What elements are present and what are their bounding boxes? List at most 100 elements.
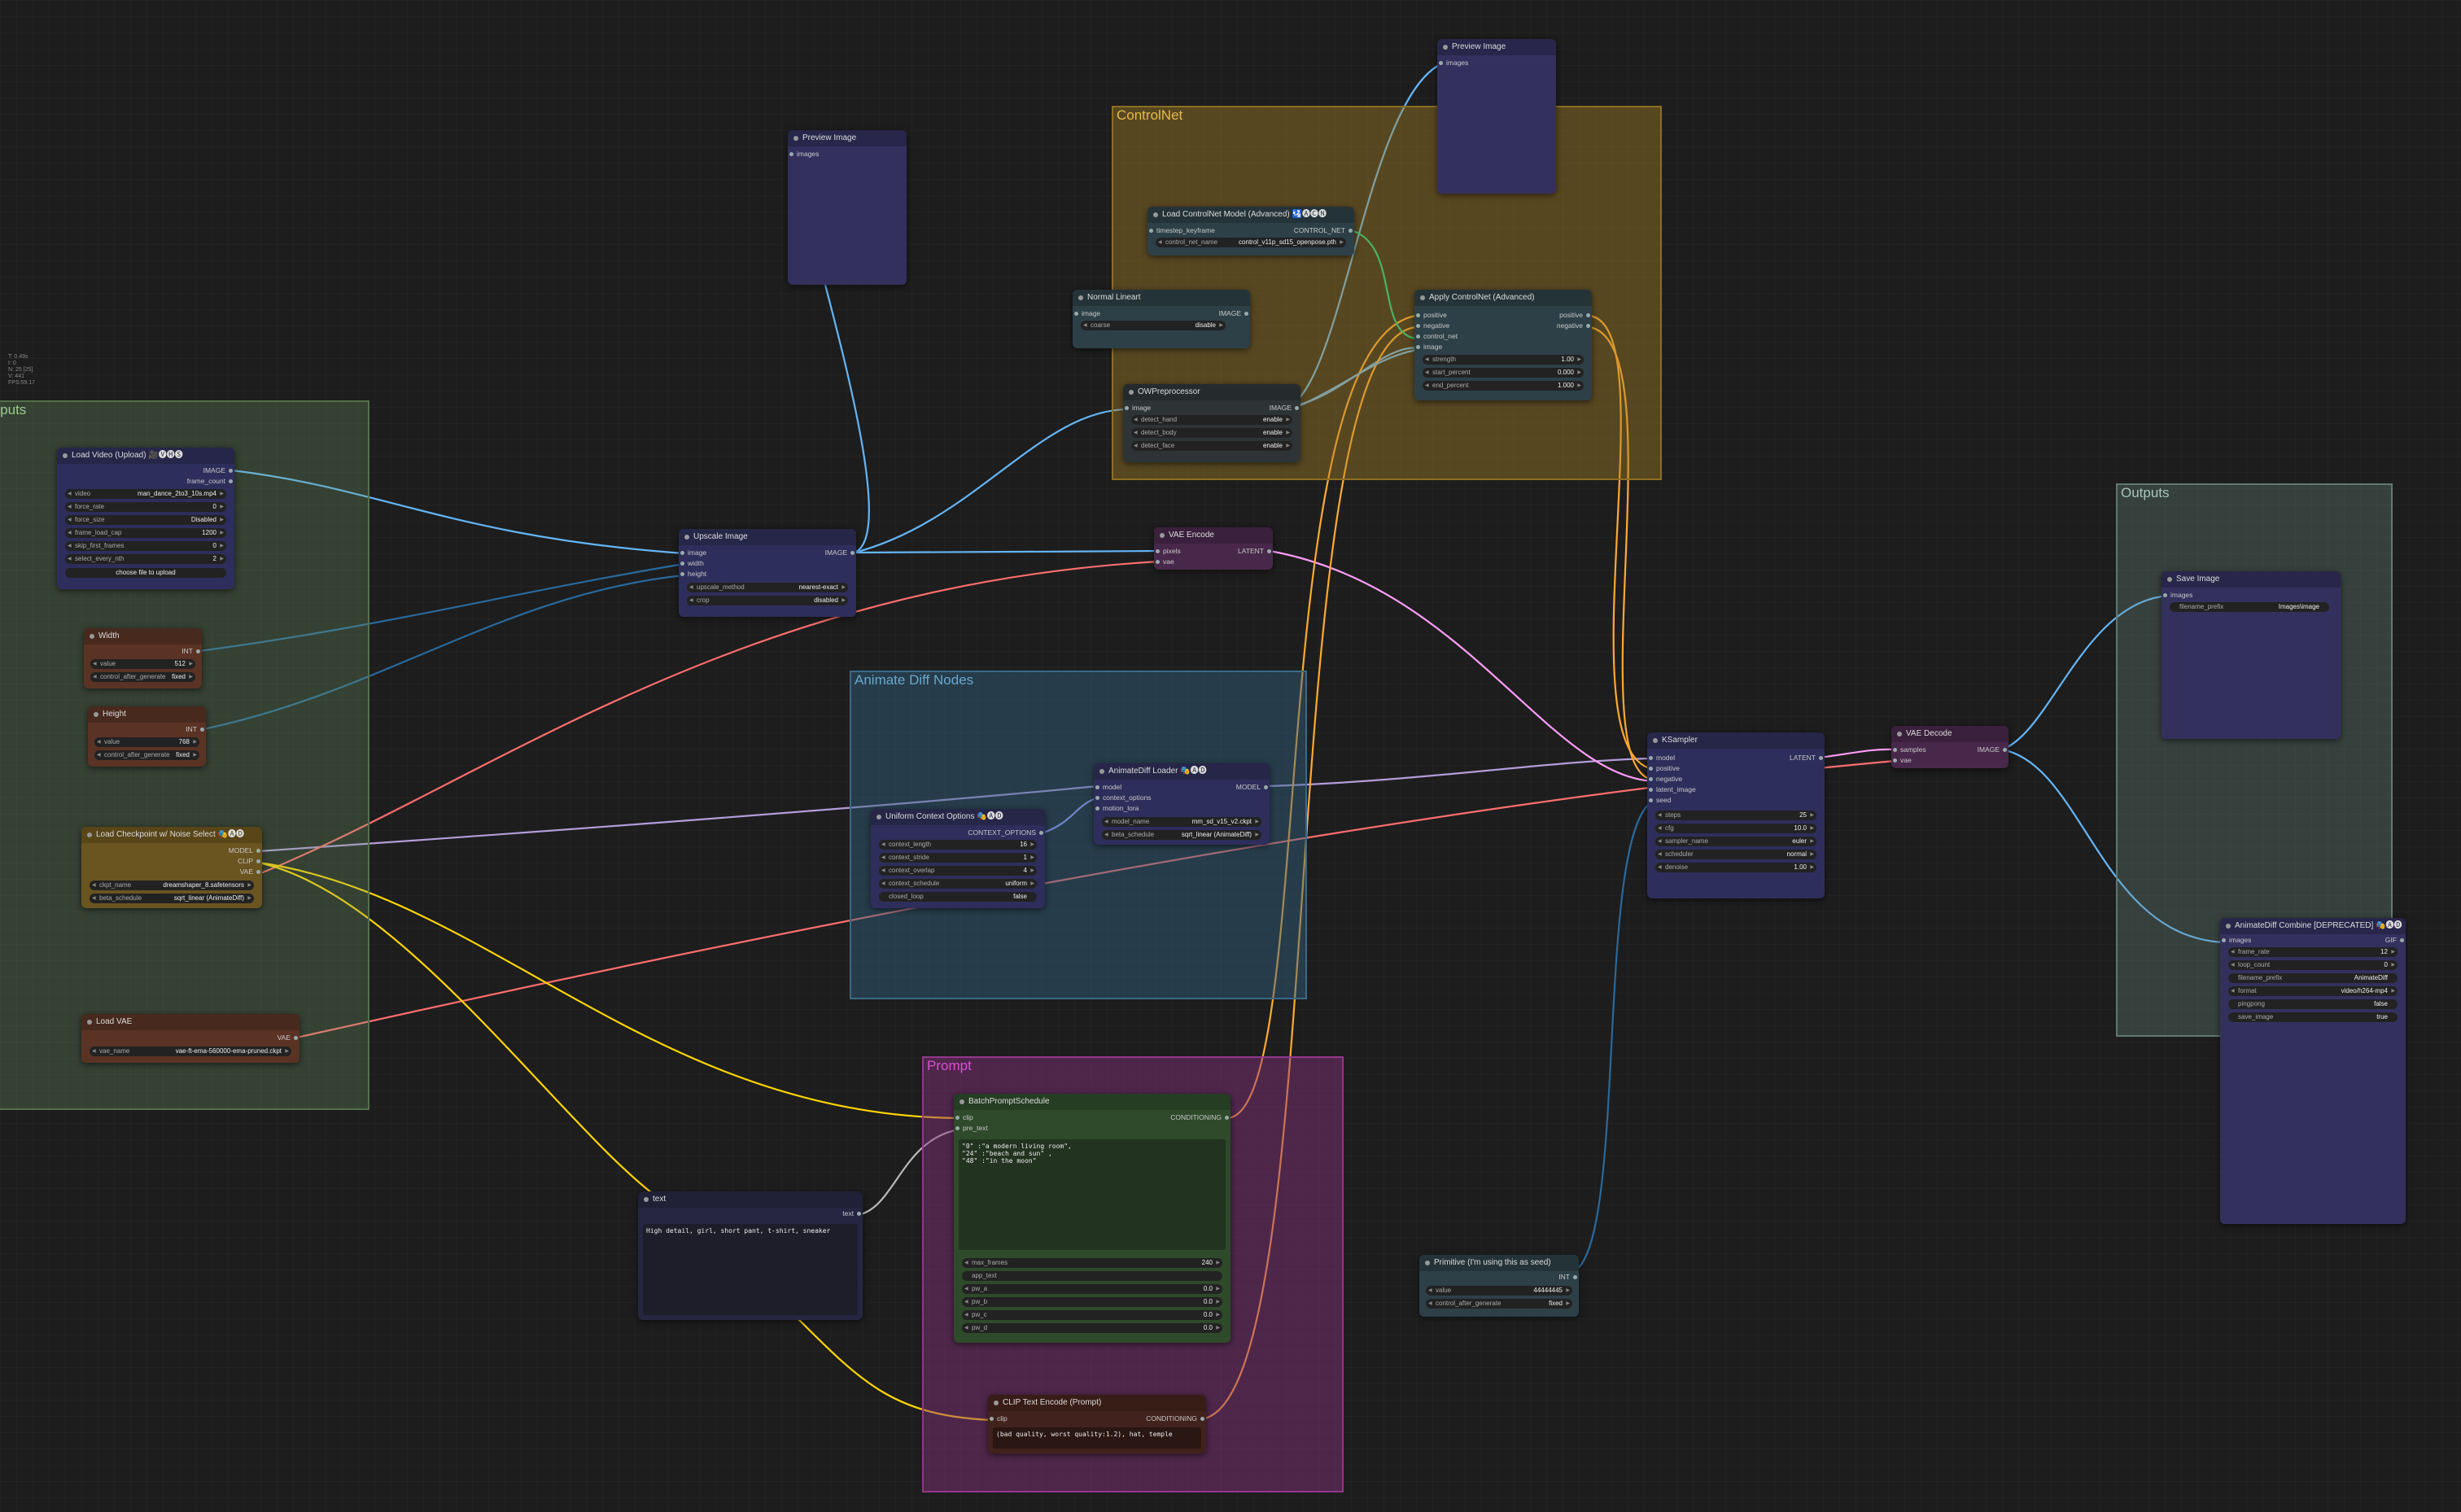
node-load-checkpoint[interactable]: Load Checkpoint w/ Noise Select 🎭🅐🅓 MODE… (81, 827, 262, 908)
input-image[interactable]: image (679, 548, 706, 557)
node-text[interactable]: text text High detail, girl, short pant,… (638, 1191, 863, 1320)
node-ksampler[interactable]: KSampler model positive negative latent_… (1647, 732, 1825, 898)
output-image[interactable]: IMAGE (825, 548, 856, 557)
node-clip-text-encode[interactable]: CLIP Text Encode (Prompt) clip CONDITION… (988, 1395, 1206, 1453)
output-latent[interactable]: LATENT (1238, 547, 1273, 556)
input-images[interactable]: images (1437, 59, 1468, 68)
widget-control-net-name[interactable]: control_net_namecontrol_v11p_sd15_openpo… (1156, 238, 1346, 247)
input-images[interactable]: images (788, 150, 819, 159)
negative-prompt-text[interactable]: (bad quality, worst quality:1.2), hat, t… (993, 1427, 1201, 1449)
input-vae[interactable]: vae (1891, 756, 1912, 765)
output-frame-count[interactable]: frame_count (187, 477, 234, 486)
node-apply-controlnet[interactable]: Apply ControlNet (Advanced) positive neg… (1414, 290, 1592, 400)
output-gif[interactable]: GIF (2385, 936, 2406, 945)
input-negative[interactable]: negative (1647, 775, 1682, 784)
widget-pw-b[interactable]: pw_b0.0 (962, 1297, 1222, 1307)
node-load-video[interactable]: Load Video (Upload) 🎥🅥🅗🅢 IMAGE frame_cou… (57, 448, 234, 589)
output-image[interactable]: IMAGE (1270, 404, 1300, 413)
input-clip[interactable]: clip (988, 1414, 1008, 1423)
output-vae[interactable]: VAE (240, 867, 262, 876)
output-image[interactable]: IMAGE (1978, 745, 2009, 754)
widget-pw-a[interactable]: pw_a0.0 (962, 1284, 1222, 1294)
input-pixels[interactable]: pixels (1154, 547, 1181, 556)
input-image[interactable]: image (1123, 404, 1151, 413)
input-image[interactable]: image (1073, 309, 1100, 318)
node-primitive-seed[interactable]: Primitive (I'm using this as seed) INT v… (1419, 1255, 1579, 1317)
input-seed[interactable]: seed (1647, 796, 1671, 805)
input-timestep-keyframe[interactable]: timestep_keyframe (1147, 226, 1215, 235)
input-images[interactable]: images (2162, 591, 2192, 600)
node-preview-image-2[interactable]: Preview Image images (1437, 39, 1556, 194)
input-motion-lora[interactable]: motion_lora (1094, 804, 1139, 813)
output-model[interactable]: MODEL (229, 846, 262, 855)
node-openpose-preprocessor[interactable]: OWPreprocessor image IMAGE detect_handen… (1123, 384, 1300, 462)
output-image[interactable]: IMAGE (1219, 309, 1250, 318)
node-upscale-image[interactable]: Upscale Image image width height IMAGE u… (679, 529, 856, 617)
node-vae-decode[interactable]: VAE Decode samples vae IMAGE (1891, 726, 2009, 768)
output-context-options[interactable]: CONTEXT_OPTIONS (968, 828, 1045, 837)
prompt-schedule-text[interactable]: "0" :"a modern living room", "24" :"beac… (959, 1139, 1226, 1250)
output-negative[interactable]: negative (1557, 321, 1592, 330)
widget-vae-name[interactable]: vae_namevae-ft-ema-560000-ema-pruned.ckp… (90, 1047, 291, 1056)
choose-file-button[interactable]: choose file to upload (65, 568, 226, 578)
input-width[interactable]: width (679, 559, 704, 568)
widget-pw-c[interactable]: pw_c0.0 (962, 1310, 1222, 1320)
output-vae[interactable]: VAE (278, 1033, 299, 1042)
input-latent-image[interactable]: latent_image (1647, 785, 1696, 794)
input-vae[interactable]: vae (1154, 557, 1174, 566)
output-conditioning[interactable]: CONDITIONING (1146, 1414, 1206, 1423)
node-vae-encode[interactable]: VAE Encode pixels vae LATENT (1154, 527, 1273, 570)
output-latent[interactable]: LATENT (1790, 754, 1825, 763)
widget-app-text[interactable]: app_text (962, 1271, 1222, 1281)
input-image[interactable]: image (1414, 343, 1442, 352)
input-images[interactable]: images (2220, 936, 2251, 945)
input-positive[interactable]: positive (1647, 764, 1680, 773)
input-samples[interactable]: samples (1891, 745, 1926, 754)
output-int[interactable]: INT (186, 725, 206, 734)
output-conditioning[interactable]: CONDITIONING (1170, 1113, 1230, 1122)
input-height[interactable]: height (679, 570, 706, 579)
input-negative[interactable]: negative (1414, 321, 1449, 330)
output-int[interactable]: INT (181, 647, 202, 656)
output-control-net[interactable]: CONTROL_NET (1294, 226, 1354, 235)
text-input[interactable]: High detail, girl, short pant, t-shirt, … (643, 1224, 858, 1315)
output-int[interactable]: INT (1558, 1273, 1579, 1282)
